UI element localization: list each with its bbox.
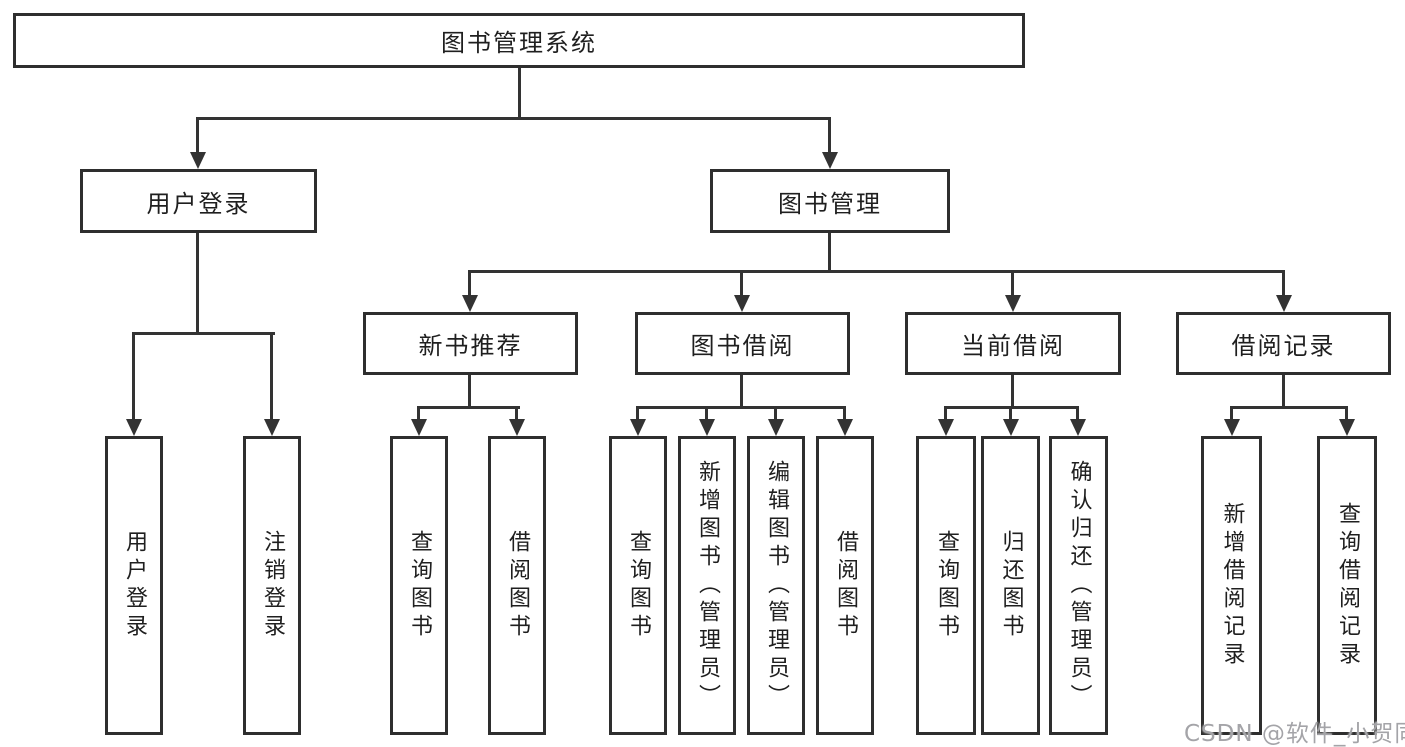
arrow-down-icon <box>1282 270 1285 295</box>
arrow-down-icon <box>944 406 947 419</box>
leaf-label: 查询图书 <box>626 529 651 642</box>
arrow-down-icon <box>636 406 639 419</box>
arrow-down-icon <box>196 117 199 152</box>
leaf-record-add: 新增借阅记录 <box>1201 436 1262 735</box>
leaf-label: 注销登录 <box>260 529 285 642</box>
node-root: 图书管理系统 <box>13 13 1025 68</box>
arrow-down-icon <box>705 406 708 419</box>
leaf-label: 新增图书（管理员） <box>695 459 720 712</box>
arrow-down-icon <box>843 406 846 419</box>
arrow-down-icon <box>1009 406 1012 419</box>
watermark: CSDN @软件_小贺同学 <box>1184 721 1405 747</box>
arrow-down-icon <box>740 270 743 295</box>
arrow-down-icon <box>270 332 273 419</box>
leaf-label: 查询图书 <box>934 529 959 642</box>
node-borrow-records: 借阅记录 <box>1176 312 1391 375</box>
connector-user-drop <box>196 233 199 334</box>
leaf-label: 借阅图书 <box>833 529 858 642</box>
leaf-borrow-book: 借阅图书 <box>816 436 874 735</box>
leaf-record-query: 查询借阅记录 <box>1317 436 1377 735</box>
leaf-current-query: 查询图书 <box>916 436 976 735</box>
connector-user-rail <box>133 332 275 335</box>
arrow-down-icon <box>1076 406 1079 419</box>
arrow-down-icon <box>1011 270 1014 295</box>
leaf-current-confirm-admin: 确认归还（管理员） <box>1049 436 1108 735</box>
node-label: 图书管理 <box>778 189 882 218</box>
node-book-borrow: 图书借阅 <box>635 312 850 375</box>
node-label: 用户登录 <box>146 189 251 218</box>
arrow-down-icon <box>515 406 518 419</box>
connector-bookborrow-drop <box>740 375 743 408</box>
arrow-down-icon <box>774 406 777 419</box>
arrow-down-icon <box>417 406 420 419</box>
node-label: 新书推荐 <box>418 332 523 360</box>
connector-level2-rail <box>196 117 831 120</box>
node-book-management: 图书管理 <box>710 169 950 233</box>
leaf-label: 新增借阅记录 <box>1219 501 1245 670</box>
node-new-book: 新书推荐 <box>363 312 578 375</box>
connector-currentborrow-drop <box>1011 375 1014 408</box>
node-current-borrow: 当前借阅 <box>905 312 1121 375</box>
connector-level3-rail <box>468 270 1285 273</box>
leaf-logout: 注销登录 <box>243 436 301 735</box>
leaf-borrow-edit-admin: 编辑图书（管理员） <box>747 436 805 735</box>
arrow-down-icon <box>1345 406 1348 419</box>
leaf-label: 查询借阅记录 <box>1335 501 1360 670</box>
leaf-newbook-borrow: 借阅图书 <box>488 436 546 735</box>
leaf-label: 借阅图书 <box>505 529 530 642</box>
leaf-current-return: 归还图书 <box>981 436 1040 735</box>
arrow-down-icon <box>1230 406 1233 419</box>
arrow-down-icon <box>468 270 471 295</box>
arrow-down-icon <box>132 332 135 419</box>
leaf-label: 用户登录 <box>122 529 147 642</box>
node-label: 借阅记录 <box>1231 332 1336 360</box>
leaf-newbook-query: 查询图书 <box>390 436 448 735</box>
node-label: 当前借阅 <box>961 332 1065 360</box>
leaf-borrow-add-admin: 新增图书（管理员） <box>678 436 736 735</box>
node-user-login: 用户登录 <box>80 169 317 233</box>
leaf-label: 确认归还（管理员） <box>1066 459 1092 712</box>
node-label: 图书借阅 <box>690 332 795 360</box>
leaf-borrow-query: 查询图书 <box>609 436 667 735</box>
connector-records-rail <box>1230 406 1347 409</box>
node-label: 图书管理系统 <box>441 29 597 57</box>
connector-root-drop <box>518 68 521 117</box>
connector-newbook-rail <box>417 406 520 409</box>
arrow-down-icon <box>828 117 831 152</box>
connector-newbook-drop <box>468 375 471 408</box>
leaf-label: 查询图书 <box>407 529 432 642</box>
leaf-label: 归还图书 <box>998 529 1024 642</box>
connector-records-drop <box>1282 375 1285 408</box>
leaf-user-login: 用户登录 <box>105 436 163 735</box>
connector-bookborrow-rail <box>636 406 846 409</box>
leaf-label: 编辑图书（管理员） <box>764 459 789 712</box>
connector-mgmt-drop <box>828 233 831 272</box>
